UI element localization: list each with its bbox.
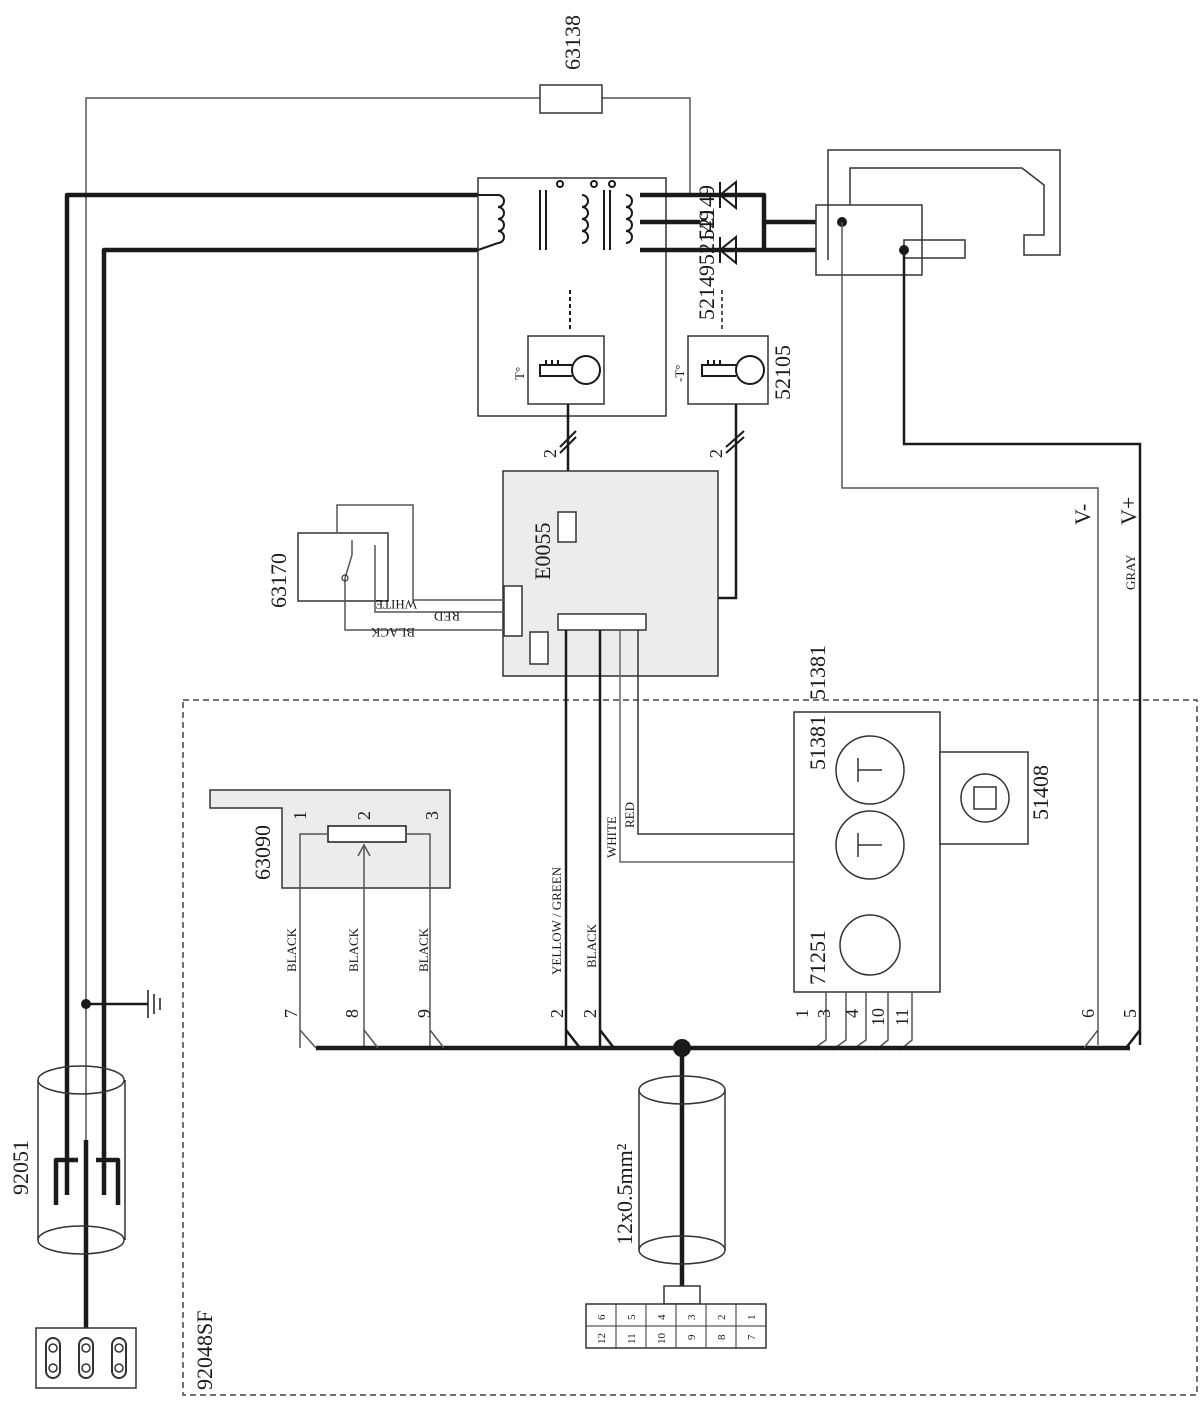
pot-wire-9-label: BLACK xyxy=(416,927,431,972)
pot-wire-7-label: BLACK xyxy=(284,927,299,972)
led-single-label: 51408 xyxy=(1028,765,1053,820)
wire-red-2: RED xyxy=(622,802,637,828)
ground-icon xyxy=(147,990,161,1018)
bus-pin: 4 xyxy=(842,1009,862,1018)
diode-2-label: 52149 xyxy=(694,210,719,265)
feed-cable-92051: 92051 xyxy=(8,1065,126,1255)
connector-cell: 2 xyxy=(716,1315,728,1321)
bus-pin: 2 xyxy=(547,1009,567,1018)
thermostat-2: -T° 52105 2 xyxy=(538,335,795,630)
transformer-icon xyxy=(477,180,633,251)
board-label: E0055 xyxy=(530,523,555,580)
enclosure-label: 92048SF xyxy=(192,1311,217,1390)
mains-conductors xyxy=(53,192,478,1330)
enclosure-boundary xyxy=(182,699,1198,1396)
v-plus-label: V+ xyxy=(1116,497,1141,525)
led-51381-a xyxy=(835,735,905,805)
wire-count-2: 2 xyxy=(706,449,726,458)
connector-cell: 4 xyxy=(656,1314,668,1320)
v-minus-label: V- xyxy=(1070,504,1095,525)
gray-wire-label: GRAY xyxy=(1123,554,1138,590)
fuse-circuit: 63138 xyxy=(85,15,691,1355)
connector-12pin: 12 6 11 5 10 4 9 3 8 2 7 1 xyxy=(585,1285,767,1349)
thermostat-key-icon xyxy=(539,355,601,385)
bus-pin: 8 xyxy=(342,1009,362,1018)
bus-pin: 3 xyxy=(814,1009,834,1018)
harness-bus xyxy=(299,1029,1141,1290)
connector-cell: 12 xyxy=(596,1333,608,1344)
diode-3-label: 52149 xyxy=(694,265,719,320)
output-terminal: V- V+ GRAY xyxy=(815,149,1142,1045)
control-board: E0055 xyxy=(502,470,719,677)
connector-cell: 1 xyxy=(746,1315,758,1321)
pot-pin-2: 2 xyxy=(354,811,374,820)
bus-pin: 6 xyxy=(1078,1009,1098,1018)
switch-63170: 63170 WHITE RED BLACK xyxy=(266,504,504,640)
thermostat-key-icon xyxy=(701,355,765,385)
earth-connection xyxy=(81,990,161,1018)
bus-pin: 5 xyxy=(1120,1009,1140,1018)
pot-wire-8-label: BLACK xyxy=(346,927,361,972)
pot-label: 63090 xyxy=(250,825,275,880)
wire-white-2: WHITE xyxy=(604,816,619,858)
diode-1-label: 52149 xyxy=(694,185,719,240)
terminal-block xyxy=(35,1327,137,1389)
led-51408 xyxy=(960,773,1010,823)
bus-pin: 9 xyxy=(414,1009,434,1018)
bus-pin: 11 xyxy=(892,1009,912,1026)
connector-cell: 6 xyxy=(596,1314,608,1320)
wire-yellow-green: YELLOW / GREEN xyxy=(549,866,564,975)
wire-black-1: BLACK xyxy=(370,625,415,640)
led-51381-b xyxy=(835,810,905,880)
lamp-label: 71251 xyxy=(805,930,830,985)
board-harness: YELLOW / GREEN BLACK WHITE RED xyxy=(549,630,794,1048)
connector-cell: 8 xyxy=(716,1334,728,1340)
diode-1-icon xyxy=(718,179,737,211)
wire-white-1: WHITE xyxy=(375,597,417,612)
main-cable: 12x0.5mm² xyxy=(612,1075,726,1265)
bus-pin: 1 xyxy=(792,1009,812,1018)
connector-cell: 5 xyxy=(626,1314,638,1320)
thermostat-2-label: 52105 xyxy=(770,345,795,400)
thermostat-2-symbol: -T° xyxy=(672,365,687,382)
feed-cable-label: 92051 xyxy=(8,1140,33,1195)
thermostat-1: T° 2 xyxy=(512,335,605,512)
connector-cell: 3 xyxy=(686,1314,698,1320)
main-cable-label: 12x0.5mm² xyxy=(612,1143,637,1245)
diode-2-icon xyxy=(718,234,737,266)
connector-cell: 11 xyxy=(626,1333,638,1344)
indicator-panel: 51381 51381 51408 71251 xyxy=(793,645,1053,1051)
bus-pin: 2 xyxy=(580,1009,600,1018)
fuse-label: 63138 xyxy=(560,15,585,70)
wire-count-1: 2 xyxy=(540,449,560,458)
connector-cell: 7 xyxy=(746,1334,758,1340)
bus-pin-labels: 7 8 9 2 2 1 3 4 10 11 6 5 xyxy=(281,1008,1140,1026)
wire-red-1: RED xyxy=(434,609,460,624)
potentiometer-63090: 63090 1 2 3 BLACK BLACK BLACK xyxy=(209,789,451,1048)
thermostat-1-symbol: T° xyxy=(512,367,527,380)
led-group-label: 51381 xyxy=(805,715,830,770)
fuse-63138 xyxy=(539,84,603,114)
pot-pin-3: 3 xyxy=(422,811,442,820)
connector-cell: 10 xyxy=(656,1333,668,1345)
connector-cell: 9 xyxy=(686,1334,698,1340)
switch-contact-icon xyxy=(341,574,349,582)
led-group-label-2: 51381 xyxy=(805,645,830,700)
switch-label: 63170 xyxy=(266,553,291,608)
lamp-71251 xyxy=(839,914,901,976)
bus-pin: 10 xyxy=(868,1008,888,1026)
bus-pin: 7 xyxy=(281,1009,301,1018)
pot-pin-1: 1 xyxy=(290,811,310,820)
wire-black-2: BLACK xyxy=(584,923,599,968)
